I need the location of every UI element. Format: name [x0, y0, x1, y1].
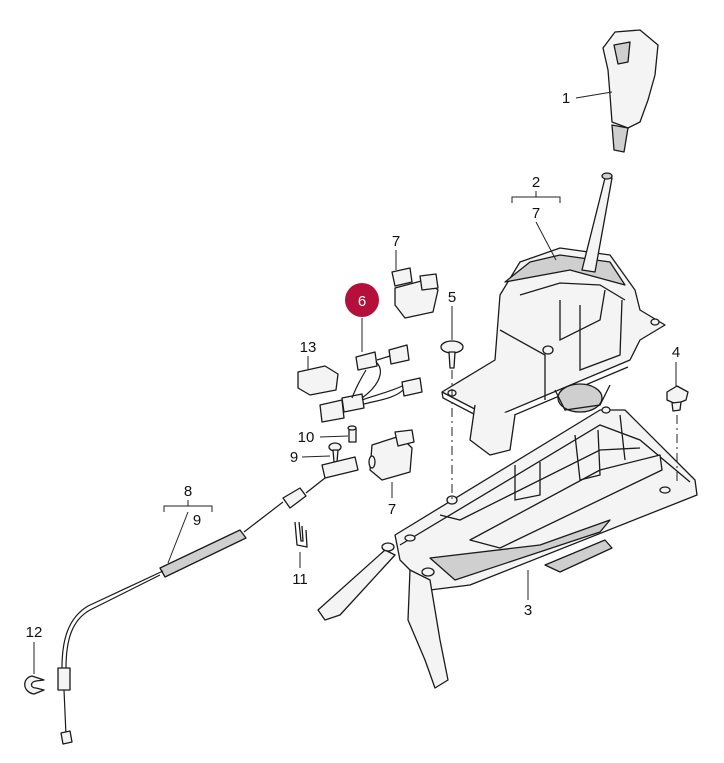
callout-7-upper: 7	[392, 233, 400, 250]
callout-labels: 1 2 7 3 4 5 6 7 7 8 9 9 10 11 12 13	[26, 90, 681, 641]
part-7-module-lower	[368, 429, 415, 481]
callout-11: 11	[292, 571, 308, 588]
callout-8: 8	[184, 483, 192, 500]
assembly-lines	[451, 370, 678, 500]
callout-5: 5	[448, 289, 456, 306]
part-10-pin	[347, 425, 357, 443]
part-3-housing-bracket	[317, 409, 698, 689]
leader-lines	[33, 91, 677, 674]
callout-3: 3	[524, 602, 532, 619]
part-4-bolt	[666, 385, 689, 412]
part-1-gear-knob	[602, 29, 659, 153]
callout-13: 13	[300, 339, 317, 356]
part-12-retaining-clip	[24, 675, 45, 695]
callout-10: 10	[298, 429, 315, 446]
callout-1: 1	[562, 90, 570, 107]
callout-7-lower: 7	[388, 501, 396, 518]
part-11-clip	[294, 521, 308, 548]
callout-8-sub: 9	[193, 512, 201, 529]
callout-2: 2	[532, 174, 540, 191]
callout-6: 6	[358, 293, 366, 310]
part-7-module-upper	[391, 267, 439, 319]
callout-2-sub: 7	[532, 205, 540, 222]
part-5-screw	[440, 340, 464, 369]
part-13-connector	[297, 365, 339, 396]
callout-9: 9	[290, 449, 298, 466]
callout-4: 4	[672, 344, 680, 361]
part-2-selector-unit	[441, 172, 666, 456]
highlight-marker-6	[345, 283, 379, 317]
part-8-cable-assembly	[57, 456, 359, 745]
part-9-screw	[328, 442, 342, 463]
part-6-wiring-harness	[319, 344, 423, 423]
callout-12: 12	[26, 624, 43, 641]
